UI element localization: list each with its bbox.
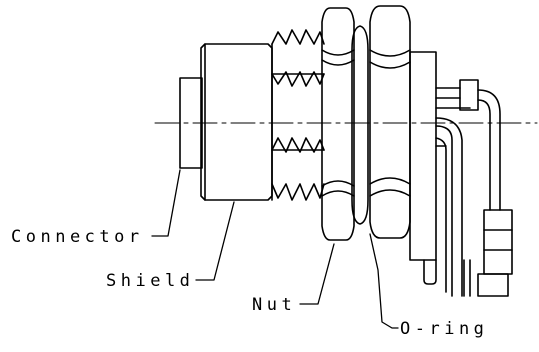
second-nut-part — [369, 5, 411, 239]
nut-part — [321, 7, 355, 241]
leader-connector — [151, 169, 181, 237]
o-ring-part — [351, 25, 369, 225]
bent-pins-part — [435, 89, 501, 297]
connector-part — [179, 77, 203, 169]
label-o-ring: O-ring — [400, 319, 488, 339]
label-connector: Connector — [11, 227, 144, 247]
leader-oring — [369, 233, 399, 329]
label-nut: Nut — [252, 295, 296, 315]
thread-part — [271, 29, 325, 201]
rear-housing-part — [409, 51, 479, 261]
leader-nut — [299, 243, 335, 305]
shield-part — [200, 43, 273, 201]
label-shield: Shield — [106, 271, 194, 291]
leader-shield — [195, 201, 235, 281]
leader-lines — [151, 169, 399, 329]
mount-block-part — [423, 209, 513, 297]
